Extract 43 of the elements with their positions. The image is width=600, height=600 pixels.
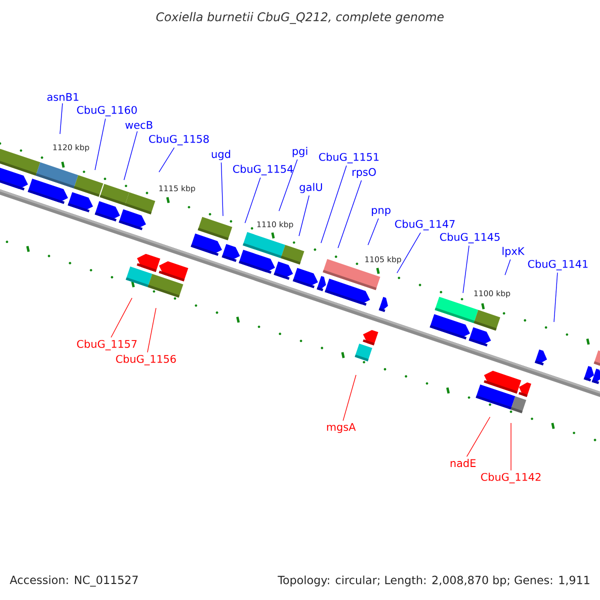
leader-line: [94, 118, 106, 170]
leader-line: [278, 159, 298, 212]
footer-text: Topology: circular; Length: 2,008,870 bp; Genes: 1,911: [278, 576, 590, 586]
gene-label: lpxK: [502, 246, 525, 258]
footer-text: Accession: NC_011527: [10, 575, 138, 587]
gene-label: nadE: [450, 458, 476, 468]
gene-label: pnp: [372, 208, 390, 216]
gene-label: CbuG_1160: [77, 106, 137, 116]
leader-line: [510, 422, 512, 471]
leader-line: [147, 308, 156, 353]
gene-label: asnB1: [47, 93, 78, 101]
leader-line: [462, 245, 470, 294]
leader-line: [396, 232, 421, 274]
leader-line: [466, 416, 490, 457]
leader-line: [124, 130, 138, 180]
leader-line: [368, 218, 379, 246]
leader-line: [342, 374, 356, 422]
gene-label: pgi: [292, 146, 308, 158]
gene-label: CbuG_1151: [319, 152, 379, 164]
leader-line: [244, 177, 261, 224]
gene-label: ugd: [212, 150, 230, 160]
gene-label: galU: [300, 182, 322, 194]
gene-label: mgsA: [327, 423, 356, 433]
gene-label: rpsO: [352, 168, 376, 178]
leader-line: [554, 272, 558, 322]
gene-label: CbuG_1158: [149, 134, 209, 146]
gene-label: CbuG_1142: [481, 472, 540, 484]
leader-line: [158, 147, 175, 172]
leader-line: [338, 180, 362, 248]
leader-line: [298, 195, 310, 236]
gene-label: CbuG_1157: [77, 340, 137, 350]
gene-label: CbuG_1156: [116, 354, 176, 366]
gene-label: CbuG_1147: [395, 220, 455, 230]
leader-line: [60, 102, 63, 134]
leader-line: [110, 298, 132, 338]
leader-line: [504, 259, 511, 276]
gene-label: wecB: [125, 121, 152, 129]
leader-line: [220, 162, 224, 216]
title: Coxiella burnetii CbuG_Q212, complete genome: [156, 12, 444, 24]
gene-label: CbuG_1154: [233, 164, 293, 176]
gene-label: CbuG_1141: [528, 260, 588, 270]
leader-line: [320, 165, 347, 244]
gene-label: CbuG_1145: [440, 232, 500, 244]
